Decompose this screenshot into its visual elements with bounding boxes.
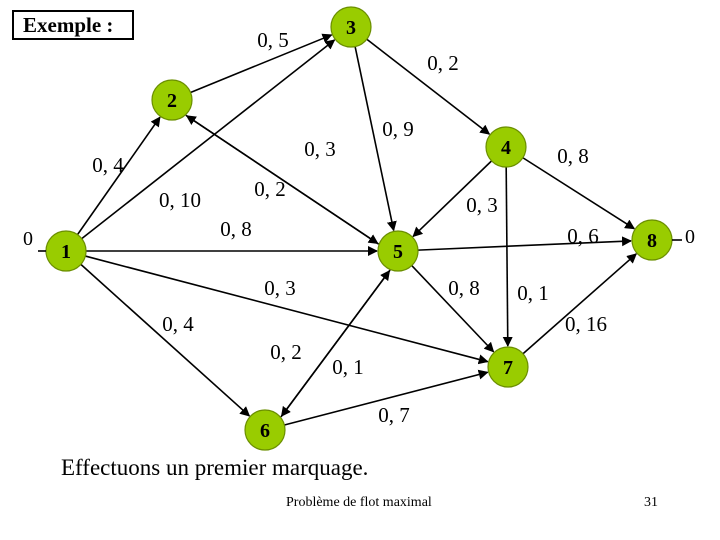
edge-4-7 [502,166,513,348]
edge-label-1-6: 0, 4 [162,312,194,336]
edge-1-2 [76,116,161,236]
edge-label-1-7: 0, 3 [264,276,296,300]
node-label-7: 7 [503,357,513,379]
source-label: 0 [23,228,33,250]
edge-label-5-7: 0, 8 [448,276,480,300]
edge-1-6 [80,263,251,417]
node-7: 7 [487,346,529,388]
edge-label-6-5: 0, 1 [332,355,364,379]
edge-label-3-4: 0, 2 [427,51,459,75]
edge-label-5-6: 0, 2 [270,340,302,364]
node-label-6: 6 [260,420,270,442]
edge-label-4-7: 0, 1 [517,281,549,305]
edge-label-1-5: 0, 8 [220,217,252,241]
edge-5-7 [411,264,495,353]
node-label-5: 5 [393,241,403,263]
node-circle-7 [487,346,529,388]
edge-label-1-3: 0, 10 [159,188,201,212]
edge-label-4-5: 0, 3 [466,193,498,217]
node-label-8: 8 [647,230,657,252]
node-circle-3 [330,6,372,48]
node-3: 3 [330,6,372,48]
edge-4-8 [522,157,636,230]
node-circle-6 [244,409,286,451]
node-8: 8 [631,219,673,261]
page-number: 31 [644,495,658,510]
edge-label-4-8: 0, 8 [557,144,589,168]
edge-label-7-8: 0, 16 [565,312,607,336]
edge-label-2-3: 0, 5 [257,28,289,52]
edge-1-7 [85,255,489,365]
edge-3-4 [366,38,491,135]
edge-label-5-8: 0, 6 [567,224,599,248]
node-6: 6 [244,409,286,451]
node-label-4: 4 [501,137,511,159]
node-label-2: 2 [167,90,177,112]
sink-label: 0 [685,226,695,248]
node-1: 1 [45,230,87,272]
node-2: 2 [151,79,193,121]
edge-labels: 0, 40, 50, 20, 100, 30, 90, 20, 80, 30, … [92,28,607,427]
edge-4-5 [412,160,493,238]
edges [76,33,638,426]
edge-6-7 [284,369,489,426]
edge-label-2-5: 0, 2 [254,177,286,201]
node-circle-4 [485,126,527,168]
edge-label-1-2: 0, 4 [92,153,124,177]
edge-label-5-2: 0, 3 [304,137,336,161]
edge-2-3 [190,33,333,94]
edge-2-5 [185,114,379,245]
edge-6-5 [280,270,391,418]
caption-text: Effectuons un premier marquage. [61,455,369,480]
node-label-3: 3 [346,17,356,39]
edge-5-8 [417,236,633,251]
node-circle-5 [377,230,419,272]
node-5: 5 [377,230,419,272]
node-label-1: 1 [61,241,71,263]
node-4: 4 [485,126,527,168]
node-circle-2 [151,79,193,121]
edge-3-5 [354,46,397,232]
edge-label-6-7: 0, 7 [378,403,410,427]
edge-label-3-5: 0, 9 [382,117,414,141]
edge-1-3 [81,39,336,240]
example-title: Exemple : [12,10,134,40]
footer-text: Problème de flot maximal [286,495,432,510]
edge-7-8 [522,253,638,355]
nodes: 1 2 3 4 5 6 7 8 [45,6,673,451]
